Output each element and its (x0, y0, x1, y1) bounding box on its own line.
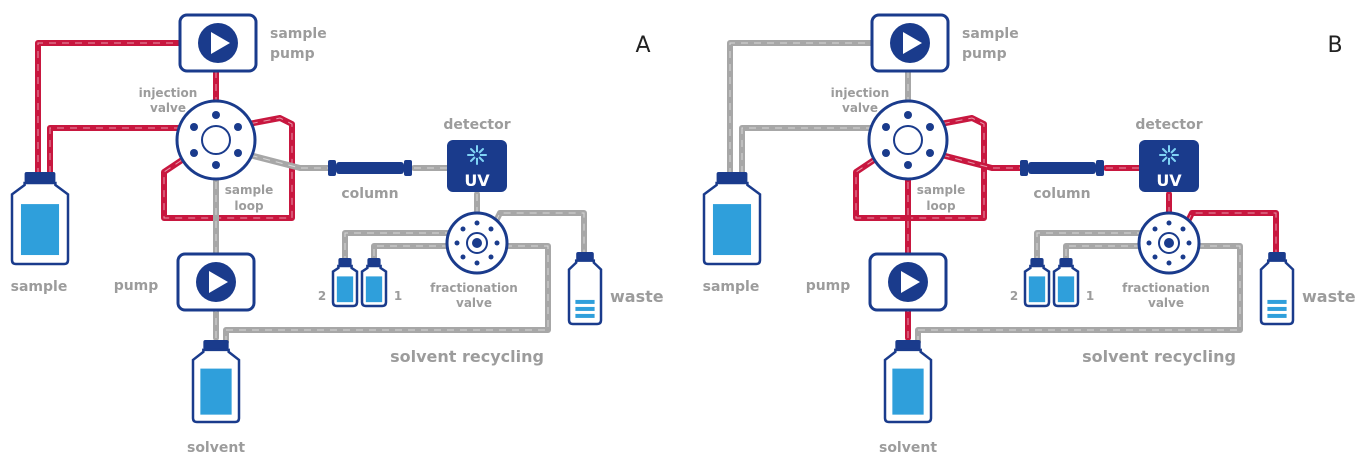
tube-sample-loop (853, 115, 987, 221)
pump-label: pump (806, 278, 851, 294)
sample-pump (870, 13, 950, 73)
injection-valve-label: injection (831, 86, 890, 100)
fractionation-valve-label: valve (456, 296, 492, 310)
waste-label: waste (610, 287, 664, 306)
injection-valve-label: injection (139, 86, 198, 100)
sample-loop-label: sample (225, 183, 274, 197)
fraction-1-label: 1 (1086, 289, 1094, 303)
solvent-label: solvent (879, 440, 937, 456)
solvent-recycling-label: solvent recycling (390, 347, 544, 366)
solvent-pump (868, 252, 948, 312)
column (1020, 160, 1104, 176)
detector-label: detector (1135, 117, 1202, 133)
waste-bottle (567, 252, 603, 326)
fraction-2-label: 2 (1010, 289, 1018, 303)
injection-valve (175, 99, 257, 181)
fraction-2-bottle (1023, 258, 1051, 308)
fraction-1-bottle (1052, 258, 1080, 308)
waste-bottle (1259, 252, 1295, 326)
tube-frac-1 (371, 243, 465, 263)
solvent-recycling-label: solvent recycling (1082, 347, 1236, 366)
tube-sample-to-pump (35, 40, 183, 178)
fractionation-valve (445, 211, 509, 275)
solvent-label: solvent (187, 440, 245, 456)
panel-letter: A (635, 33, 650, 58)
sample-loop-label: loop (926, 199, 956, 213)
pump-label: pump (114, 278, 159, 294)
fraction-2-label: 2 (318, 289, 326, 303)
sample-loop-label: loop (234, 199, 264, 213)
injection-valve (867, 99, 949, 181)
tube-valve-to-sample (47, 125, 197, 178)
injection-valve-label: valve (842, 101, 878, 115)
tube-frac-2 (342, 230, 468, 263)
fraction-2-bottle (331, 258, 359, 308)
sample-pump-label: pump (962, 46, 1007, 62)
sample-pump-label: pump (270, 46, 315, 62)
fraction-1-bottle (360, 258, 388, 308)
column-label: column (1033, 186, 1090, 202)
sample-label: sample (11, 279, 68, 295)
panel-letter: B (1327, 33, 1342, 58)
column (328, 160, 412, 176)
tube-frac-1 (1063, 243, 1157, 263)
solvent-pump (176, 252, 256, 312)
tube-frac-2 (1034, 230, 1160, 263)
sample-bottle (702, 172, 762, 266)
sample-loop-label: sample (917, 183, 966, 197)
tube-valve-to-column (235, 149, 333, 171)
uv-label: UV (1156, 171, 1182, 190)
tube-sample-loop (161, 115, 295, 221)
tube-valve-to-column (927, 149, 1025, 171)
fractionation-valve-label: fractionation (1122, 281, 1210, 295)
waste-label: waste (1302, 287, 1356, 306)
fraction-1-label: 1 (394, 289, 402, 303)
sample-pump-label: sample (962, 26, 1019, 42)
sample-pump-label: sample (270, 26, 327, 42)
fractionation-valve-label: valve (1148, 296, 1184, 310)
solvent-bottle (883, 340, 933, 424)
tube-valve-to-sample (739, 125, 889, 178)
uv-label: UV (464, 171, 490, 190)
injection-valve-label: valve (150, 101, 186, 115)
solvent-bottle (191, 340, 241, 424)
column-label: column (341, 186, 398, 202)
sample-label: sample (703, 279, 760, 295)
sample-bottle (10, 172, 70, 266)
panel-b: samplepumpinjectionvalvedetectorUVcolumn… (702, 13, 1356, 456)
tube-solvent-recycling (915, 243, 1243, 345)
fractionation-valve (1137, 211, 1201, 275)
detector-label: detector (443, 117, 510, 133)
panel-a: samplepumpinjectionvalvedetectorUVcolumn… (10, 13, 664, 456)
sample-pump (178, 13, 258, 73)
fractionation-valve-label: fractionation (430, 281, 518, 295)
tube-sample-to-pump (727, 40, 875, 178)
tube-solvent-recycling (223, 243, 551, 345)
